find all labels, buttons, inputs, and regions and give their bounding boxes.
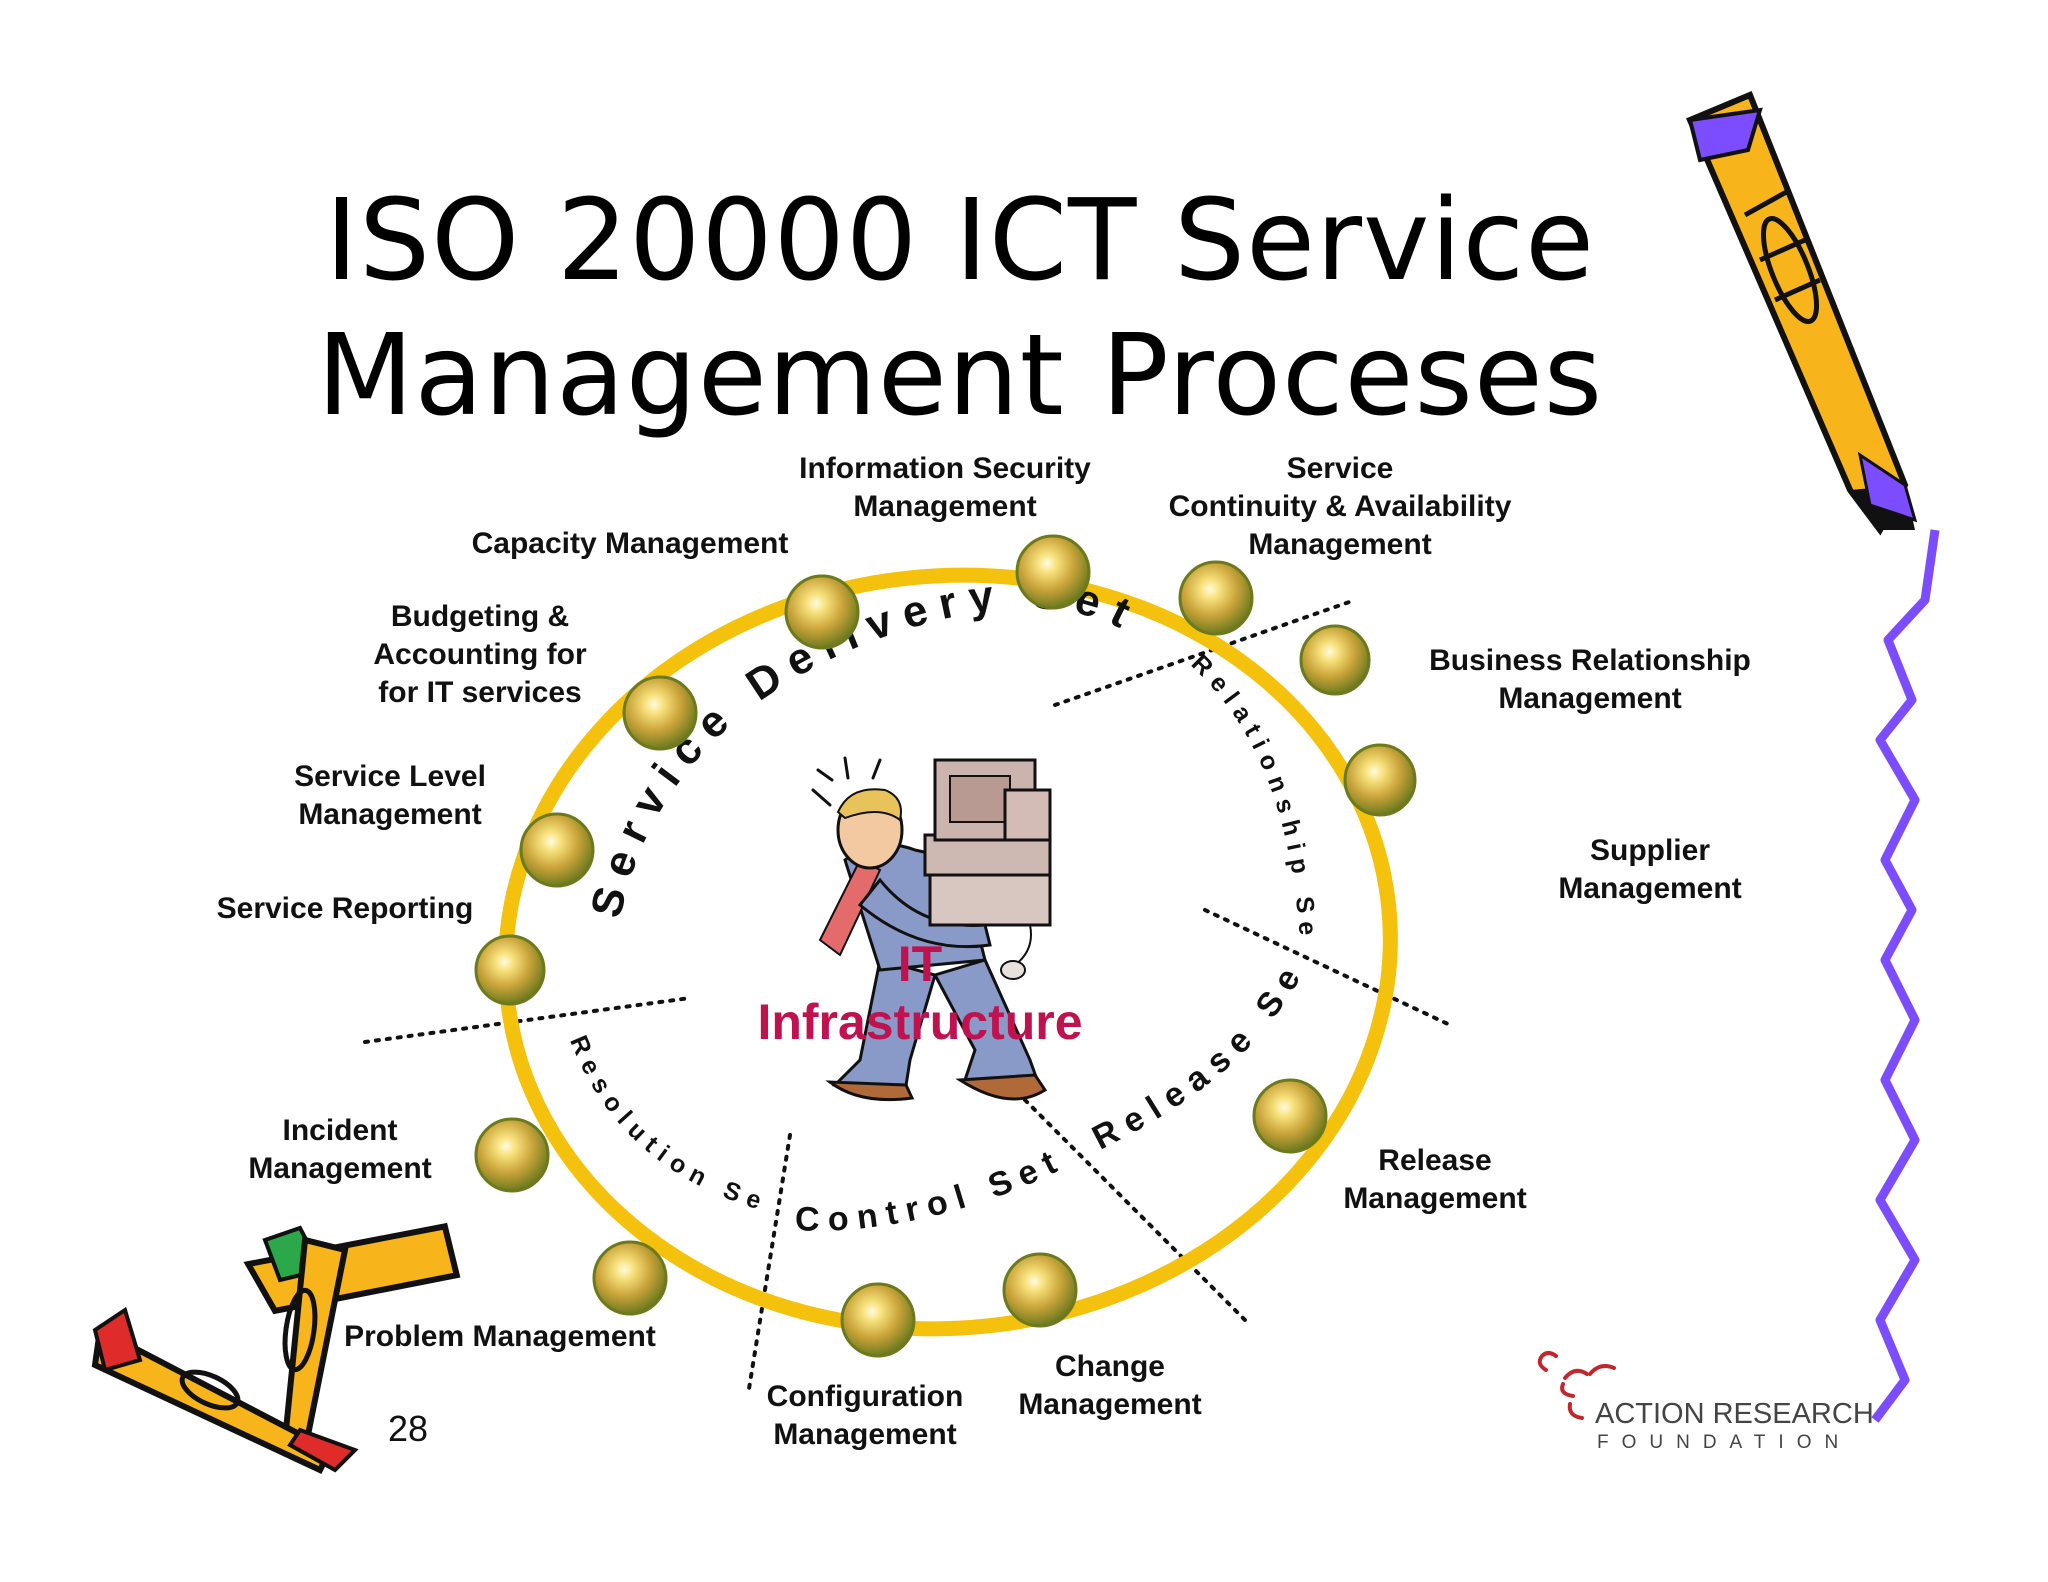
node-problem[interactable] bbox=[592, 1240, 668, 1316]
node-budgeting[interactable] bbox=[622, 675, 698, 751]
man-carrying-computer-icon bbox=[811, 756, 1052, 1102]
label-line: Management bbox=[248, 1152, 432, 1185]
label-line: Service Reporting bbox=[216, 892, 474, 925]
label-line: for IT services bbox=[378, 676, 582, 709]
label-line: Management bbox=[1558, 872, 1742, 905]
label-business-relationship[interactable]: Business Relationship Management bbox=[1410, 642, 1770, 718]
node-incident[interactable] bbox=[474, 1117, 550, 1193]
label-line: Information Security bbox=[799, 452, 1091, 485]
label-line: Accounting for bbox=[373, 638, 587, 671]
separator-delivery-relationship bbox=[1053, 598, 1357, 707]
logo-subtitle: FOUNDATION bbox=[1597, 1432, 1852, 1453]
label-line: Capacity Management bbox=[471, 527, 789, 560]
label-supplier[interactable]: Supplier Management bbox=[1530, 832, 1770, 908]
label-line: Service Level bbox=[294, 760, 486, 793]
node-change[interactable] bbox=[1002, 1252, 1078, 1328]
page-number: 28 bbox=[388, 1408, 429, 1449]
logo-name: ACTION RESEARCH bbox=[1595, 1398, 1874, 1430]
label-line: Service bbox=[1286, 452, 1394, 485]
node-business-relationship[interactable] bbox=[1299, 624, 1371, 696]
label-line: Change bbox=[1054, 1350, 1165, 1383]
pencil-icon bbox=[1686, 91, 1918, 536]
label-line: Management bbox=[1343, 1182, 1527, 1215]
label-line: Supplier bbox=[1589, 834, 1710, 867]
label-service-reporting[interactable]: Service Reporting bbox=[200, 890, 490, 928]
label-line: Management bbox=[298, 798, 482, 831]
label-line: Budgeting & bbox=[390, 600, 570, 633]
action-research-logo-icon bbox=[1537, 1351, 1616, 1420]
set-separators bbox=[363, 598, 1452, 1397]
node-service-continuity[interactable] bbox=[1178, 560, 1254, 636]
label-budgeting[interactable]: Budgeting & Accounting for for IT servic… bbox=[345, 598, 615, 712]
node-supplier[interactable] bbox=[1343, 743, 1417, 817]
separator-relationship-release bbox=[1203, 908, 1452, 1027]
label-line: Management bbox=[1018, 1388, 1202, 1421]
label-line: Continuity & Availability bbox=[1168, 490, 1512, 523]
node-service-level[interactable] bbox=[519, 812, 595, 888]
center-label-line-1: IT bbox=[897, 936, 943, 992]
label-line: Management bbox=[773, 1418, 957, 1451]
process-nodes bbox=[474, 534, 1417, 1358]
label-line: Management bbox=[853, 490, 1037, 523]
label-release[interactable]: Release Management bbox=[1325, 1142, 1545, 1218]
label-line: Problem Management bbox=[344, 1320, 656, 1353]
label-line: Business Relationship bbox=[1429, 644, 1751, 677]
node-configuration[interactable] bbox=[840, 1282, 916, 1358]
separator-resolution-delivery bbox=[363, 996, 692, 1044]
label-configuration[interactable]: Configuration Management bbox=[750, 1378, 980, 1454]
node-capacity[interactable] bbox=[784, 574, 860, 650]
label-line: Configuration bbox=[766, 1380, 964, 1413]
label-capacity[interactable]: Capacity Management bbox=[450, 525, 810, 563]
label-problem[interactable]: Problem Management bbox=[330, 1318, 670, 1356]
slide-title-line-2: Management Proceses bbox=[316, 311, 1604, 441]
label-change[interactable]: Change Management bbox=[1000, 1348, 1220, 1424]
label-incident[interactable]: Incident Management bbox=[230, 1112, 450, 1188]
node-release[interactable] bbox=[1252, 1078, 1328, 1154]
separator-release-control bbox=[1023, 1098, 1252, 1327]
set-label-control: Control Set bbox=[795, 1140, 1071, 1239]
node-service-reporting[interactable] bbox=[474, 934, 546, 1006]
label-service-level[interactable]: Service Level Management bbox=[260, 758, 520, 834]
crossed-pencils-icon bbox=[91, 1222, 461, 1474]
label-information-security[interactable]: Information Security Management bbox=[780, 450, 1110, 526]
label-line: Release bbox=[1378, 1144, 1492, 1177]
center-label-line-2: Infrastructure bbox=[757, 994, 1083, 1050]
separator-control-resolution bbox=[746, 1133, 792, 1397]
center-label: IT Infrastructure bbox=[700, 935, 1140, 1051]
slide-title-line-1: ISO 20000 ICT Service bbox=[325, 176, 1595, 306]
label-line: Management bbox=[1498, 682, 1682, 715]
label-service-continuity[interactable]: Service Continuity & Availability Manage… bbox=[1160, 450, 1520, 564]
label-line: Incident bbox=[282, 1114, 398, 1147]
label-line: Management bbox=[1248, 528, 1432, 561]
squiggle-decoration bbox=[1871, 529, 1940, 1423]
node-information-security[interactable] bbox=[1015, 534, 1091, 610]
